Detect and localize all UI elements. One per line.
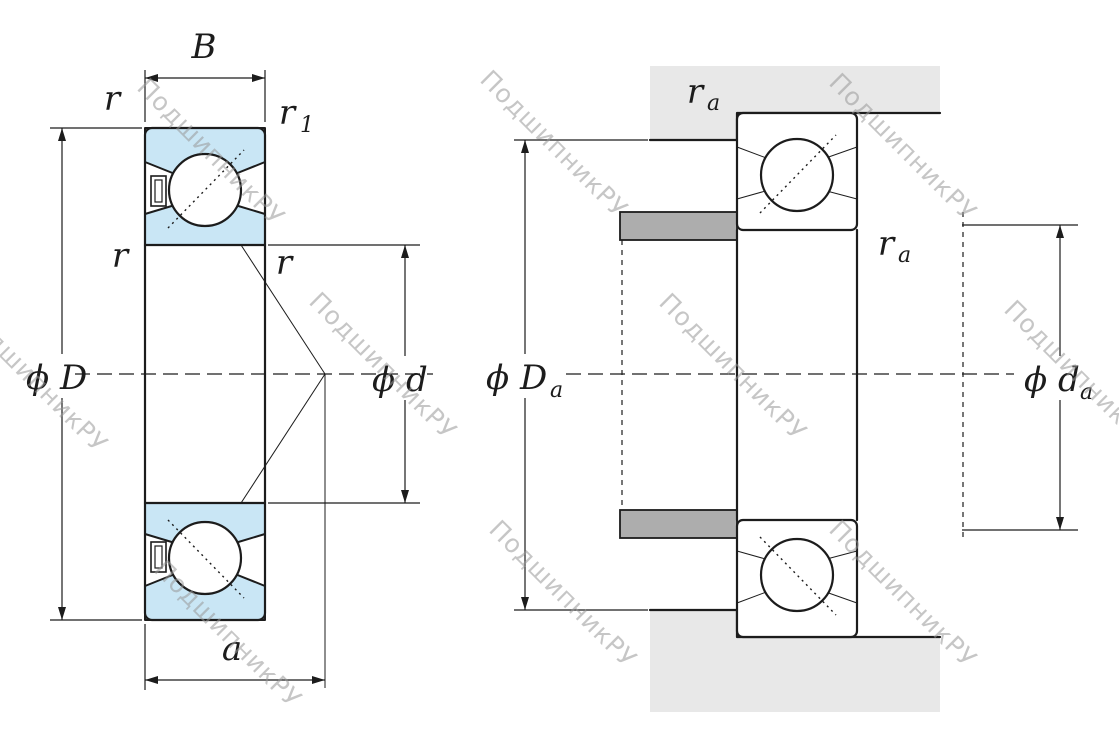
- label-r-top-right-subscript: 1: [300, 113, 314, 138]
- label-outer-diameter: ϕ D: [26, 358, 87, 398]
- label-width-b: B: [191, 27, 217, 67]
- ball-axis-upper: [167, 149, 245, 229]
- label-housing-shoulder-diameter: ϕ D: [486, 358, 547, 398]
- arrowhead-a-right: [312, 676, 325, 684]
- label-fillet-ra-mid: r: [878, 224, 896, 264]
- label-r-mid-left: r: [112, 236, 130, 276]
- arrowhead-bore-top: [401, 245, 409, 258]
- arrowhead-bore-bottom: [401, 490, 409, 503]
- label-fillet-ra-top: r: [687, 72, 705, 112]
- label-pressure-center-a: a: [222, 629, 242, 669]
- label-shaft-shoulder-diameter-subscript: a: [1080, 380, 1093, 405]
- left-view-cross-section: B r r 1 r r ϕ D ϕ d a: [26, 27, 428, 690]
- label-r-top-left: r: [104, 79, 122, 119]
- label-fillet-ra-top-subscript: a: [707, 91, 720, 116]
- label-r-mid-right: r: [276, 243, 294, 283]
- arrowhead-a-left: [145, 676, 158, 684]
- arrowhead-d-bottom: [58, 607, 66, 620]
- ball-lower-right-view: [759, 537, 835, 613]
- label-fillet-ra-mid-subscript: a: [898, 243, 911, 268]
- housing-lower: [650, 610, 940, 712]
- housing-upper: [650, 66, 940, 140]
- label-r-top-right: r: [279, 93, 297, 133]
- arrowhead-b-right: [252, 74, 265, 82]
- ball-axis-lower: [167, 519, 245, 599]
- label-bore-diameter: ϕ d: [372, 360, 428, 400]
- label-shaft-shoulder-diameter: ϕ d: [1024, 360, 1080, 400]
- cage-upper-inner: [154, 179, 163, 203]
- shaft-shoulder-lower: [619, 509, 738, 539]
- arrowhead-b-left: [145, 74, 158, 82]
- label-housing-shoulder-diameter-subscript: a: [550, 378, 563, 403]
- arrowhead-da-housing-bottom: [521, 597, 529, 610]
- shaft-shoulder-upper: [619, 211, 738, 241]
- arrowhead-da-housing-top: [521, 140, 529, 153]
- ball-axis-upper-right-view: [759, 134, 837, 214]
- right-view-mounting: r a r a ϕ D a ϕ d a: [486, 66, 1093, 712]
- ball-upper-right-view: [759, 137, 835, 213]
- ball-axis-lower-right-view: [759, 536, 837, 616]
- cage-lower-inner: [154, 545, 163, 569]
- arrowhead-d-top: [58, 128, 66, 141]
- arrowhead-da-shaft-bottom: [1056, 517, 1064, 530]
- arrowhead-da-shaft-top: [1056, 225, 1064, 238]
